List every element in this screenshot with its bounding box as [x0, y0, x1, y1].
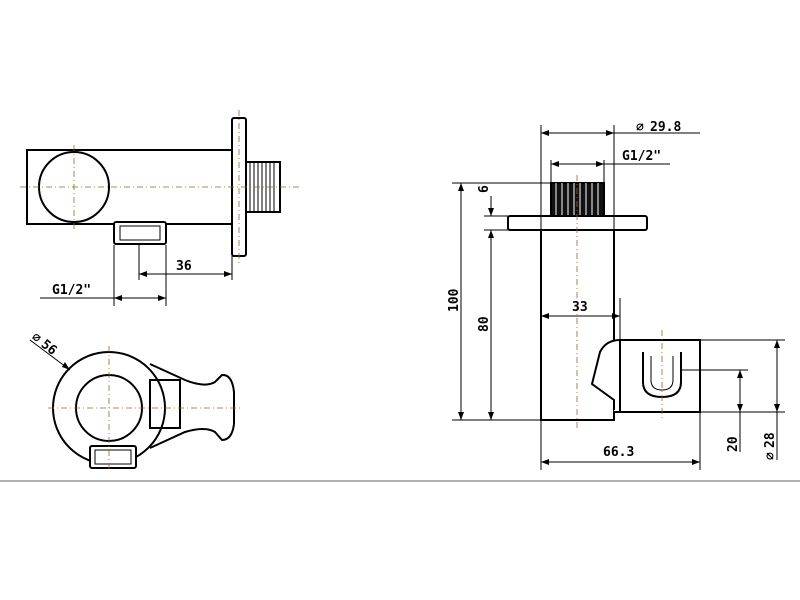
side-flange	[507, 215, 648, 231]
side-connector	[550, 182, 605, 217]
side-dim-33-label: 33	[572, 300, 588, 315]
front-dim-thread-label: G1/2"	[52, 283, 91, 298]
front-dim-thread: G1/2"	[40, 245, 167, 306]
side-dim-80-label: 80	[477, 316, 492, 332]
side-dim-80: 80	[477, 229, 508, 420]
front-dim-36-label: 36	[176, 259, 192, 274]
side-dim-28-label: 28	[763, 432, 778, 448]
bottom-hose-outlet-inner	[94, 449, 132, 465]
side-dim-66-3: 66.3	[540, 412, 701, 470]
side-dim-thread: G1/2"	[550, 149, 670, 183]
side-dim-33: 33	[541, 298, 621, 340]
side-dim-20-label: 20	[726, 436, 741, 452]
front-dim-36: 36	[138, 245, 233, 280]
bottom-hose-outlet	[89, 445, 137, 469]
bottom-view: ⌀ 56	[28, 330, 240, 472]
side-connector-thread	[555, 183, 599, 216]
side-holder-bracket	[590, 339, 701, 413]
side-dim-29-8-label: 29.8	[650, 120, 681, 135]
side-holder-cutout-inner	[650, 356, 674, 391]
side-dim-29-8-symbol: ⌀	[636, 120, 644, 135]
side-dim-29-8: ⌀ 29.8	[540, 120, 700, 230]
side-dim-28-symbol: ⌀	[763, 452, 778, 460]
side-view: ⌀ 29.8 G1/2" 100 80	[447, 120, 785, 470]
front-hose-outlet	[113, 221, 167, 245]
side-dim-28: ⌀ 28	[700, 339, 785, 460]
side-dim-6-label: 6	[477, 185, 492, 193]
front-view: 36 G1/2"	[20, 110, 300, 306]
side-dim-100-label: 100	[447, 288, 462, 312]
side-dim-100: 100	[447, 182, 551, 421]
side-dim-thread-label: G1/2"	[622, 149, 661, 164]
bottom-dim-56-label: 56	[38, 337, 60, 359]
side-dim-66-3-label: 66.3	[603, 445, 634, 460]
side-body	[540, 229, 615, 421]
bottom-dim-56: ⌀ 56	[28, 330, 71, 371]
bottom-inner-block	[149, 379, 181, 429]
side-dim-6: 6	[477, 185, 508, 246]
front-hose-outlet-inner	[119, 225, 161, 241]
